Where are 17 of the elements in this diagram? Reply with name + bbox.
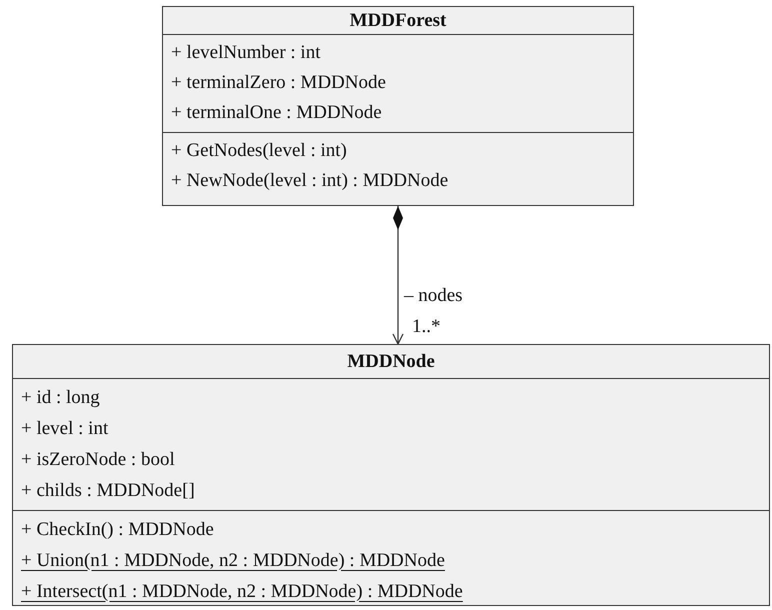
- operation-text: + GetNodes(level : int): [171, 139, 347, 163]
- attribute-text: + level : int: [21, 416, 108, 440]
- attribute-text: + levelNumber : int: [171, 41, 320, 65]
- uml-class-box: [162, 6, 634, 206]
- attribute-text: + childs : MDDNode[]: [21, 478, 195, 502]
- attribute-text: + id : long: [21, 386, 100, 410]
- operation-text: + Union(n1 : MDDNode, n2 : MDDNode) : MDDNode: [21, 548, 445, 572]
- class-name: MDDNode: [346, 350, 436, 374]
- operation-text: + NewNode(level : int) : MDDNode: [171, 169, 448, 193]
- uml-class-box: [12, 344, 770, 606]
- class-name: MDDForest: [348, 9, 448, 33]
- attribute-text: + isZeroNode : bool: [21, 448, 175, 472]
- attribute-text: + terminalZero : MDDNode: [171, 71, 386, 95]
- composition-arrow: [392, 206, 404, 345]
- attribute-text: + terminalOne : MDDNode: [171, 101, 382, 125]
- operation-text: + Intersect(n1 : MDDNode, n2 : MDDNode) : MDDNode: [21, 580, 463, 604]
- operation-text: + CheckIn() : MDDNode: [21, 518, 214, 542]
